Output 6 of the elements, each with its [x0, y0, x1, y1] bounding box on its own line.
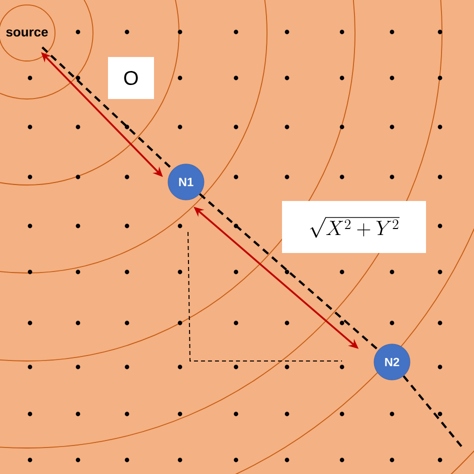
dashed-line [402, 375, 463, 448]
dashed-line [42, 46, 174, 170]
distance-label: O [108, 57, 154, 99]
source-label: source [6, 29, 48, 37]
dashed-line [198, 193, 380, 351]
distance-label: $\sqrt{X^2+Y^2}$ [282, 201, 426, 253]
